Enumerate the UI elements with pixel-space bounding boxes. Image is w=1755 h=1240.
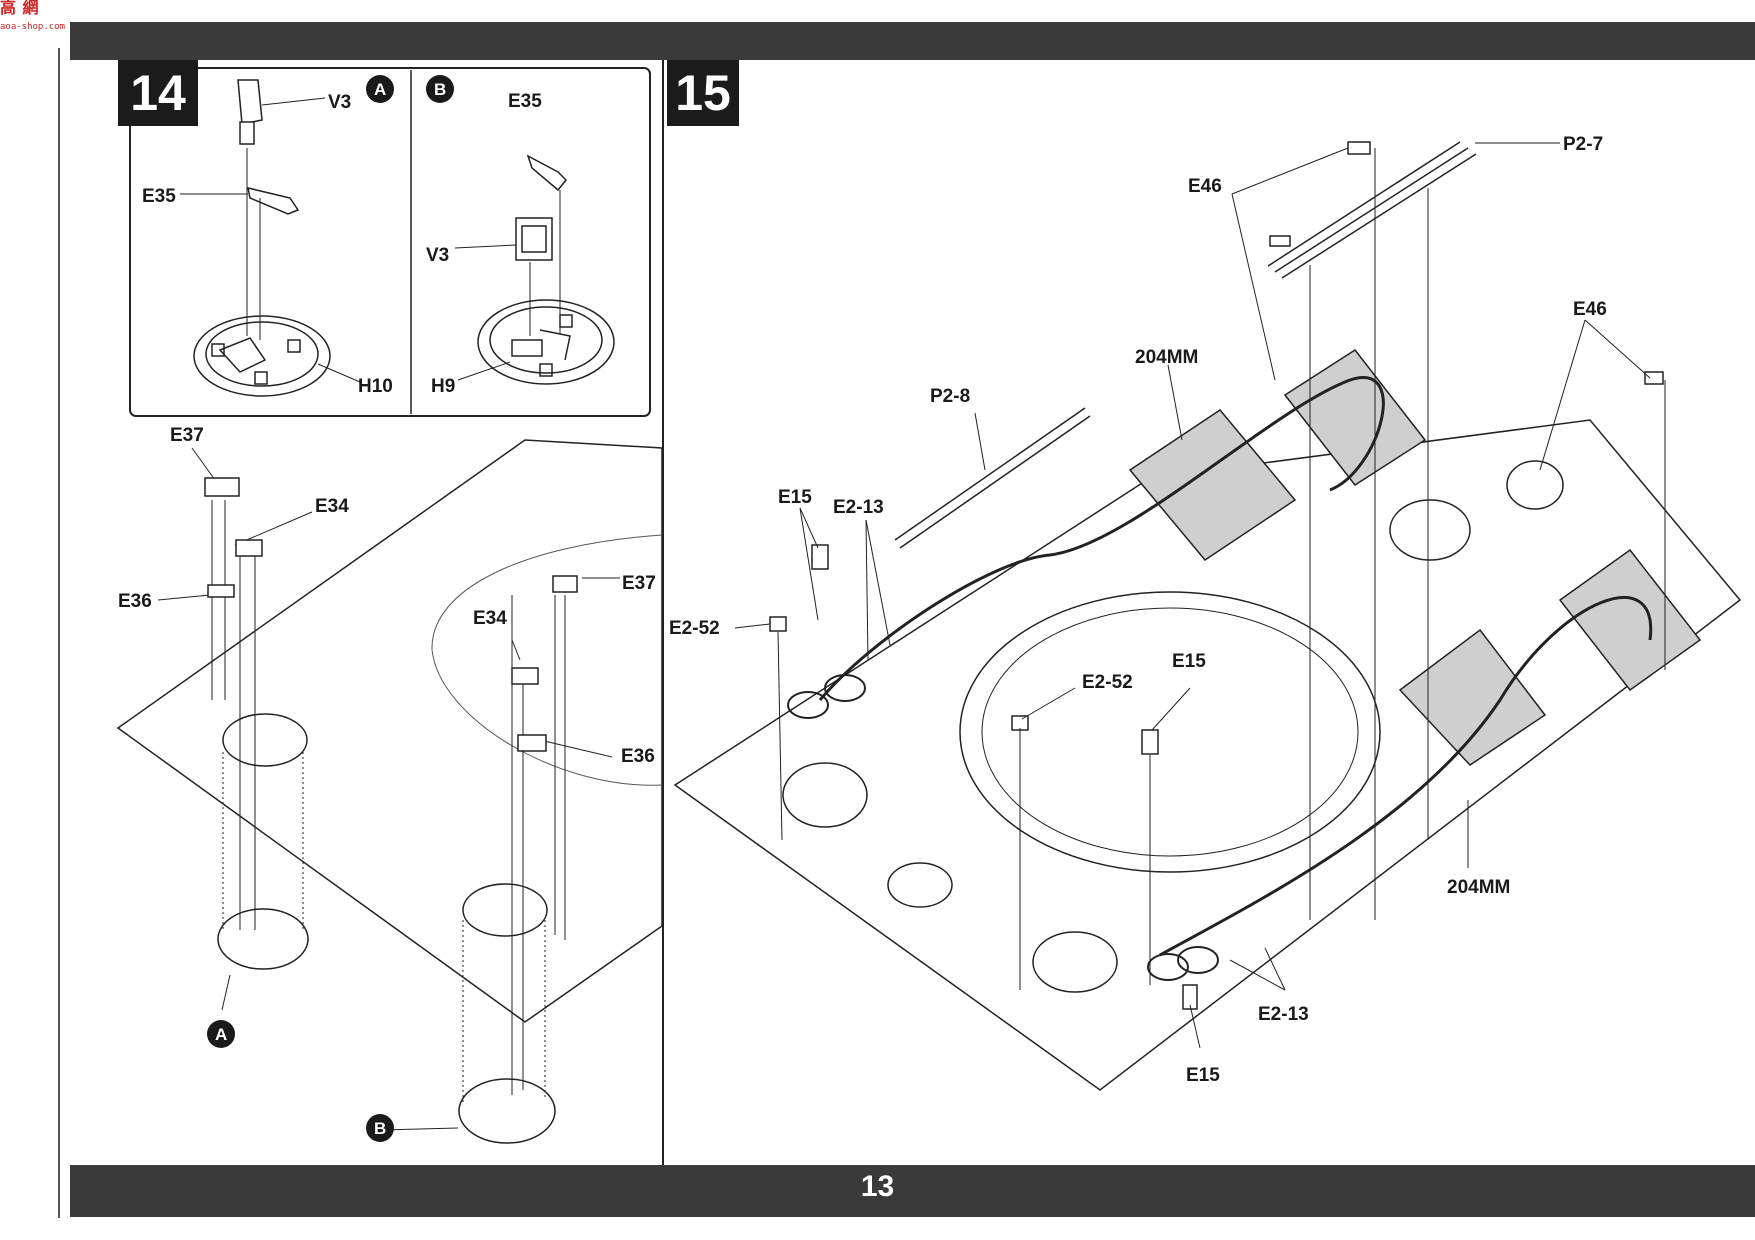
spare-rods-p2-7	[1267, 141, 1477, 279]
turret-ring-outline	[431, 534, 663, 651]
step14-small-parts	[204, 477, 578, 752]
label-e2-13-bottom: E2-13	[1258, 1004, 1309, 1025]
label-e15-bottom: E15	[1186, 1065, 1220, 1086]
inset-a-hatch	[193, 315, 331, 397]
step15-small-parts	[769, 141, 1664, 1010]
label-h10: H10	[358, 376, 393, 397]
marker-a-main-text: A	[215, 1025, 227, 1044]
label-e2-52-left: E2-52	[669, 618, 720, 639]
label-204mm-right: 204MM	[1447, 877, 1510, 898]
tow-cable-right	[1159, 596, 1653, 957]
label-204mm-top: 204MM	[1135, 347, 1198, 368]
watermark-text: 高 網	[0, 0, 40, 17]
marker-b-inset-text: B	[434, 80, 446, 99]
footer-bar	[70, 1165, 1755, 1217]
label-e2-52-mid: E2-52	[1082, 672, 1133, 693]
label-e37-left: E37	[170, 425, 204, 446]
label-v3-b: V3	[426, 245, 449, 266]
label-e35-b: E35	[508, 91, 542, 112]
label-e2-13-left: E2-13	[833, 497, 884, 518]
label-e37-right: E37	[622, 573, 656, 594]
label-v3-a: V3	[328, 92, 351, 113]
engine-deck-fan	[1389, 499, 1471, 561]
watermark-logo: 高 網 aoa-shop.com	[0, 0, 70, 48]
tow-cable-left	[818, 376, 1385, 701]
label-h9: H9	[431, 376, 455, 397]
inset-a-v3-part	[237, 79, 263, 145]
marker-a-inset	[366, 75, 394, 103]
marker-b-main-text: B	[374, 1119, 386, 1138]
periscope-mount	[887, 862, 953, 908]
label-e35-a: E35	[142, 186, 176, 207]
label-e15-left: E15	[778, 487, 812, 508]
page-number: 13	[860, 1170, 895, 1203]
marker-b-inset	[426, 75, 454, 103]
header-bar	[70, 22, 1755, 60]
step15-leader-lines	[734, 142, 1666, 1049]
radio-hatch	[1032, 931, 1118, 993]
fuel-cap	[1506, 460, 1564, 510]
inset-a-e35-part	[247, 186, 300, 215]
inset-b-hatch	[477, 299, 615, 385]
hatch-opening-a	[222, 713, 308, 767]
turret-ring-inner	[981, 607, 1359, 857]
driver-hatch	[782, 762, 868, 828]
turret-ring-outer	[959, 591, 1381, 873]
label-p2-7: P2-7	[1563, 134, 1603, 155]
step14-hull-plate	[116, 439, 663, 1023]
watermark-sub: aoa-shop.com	[0, 22, 66, 32]
marker-b-main	[366, 1114, 394, 1142]
marker-a-inset-text: A	[374, 80, 386, 99]
label-e34-left: E34	[315, 496, 349, 517]
cable-loops	[787, 674, 1219, 981]
step-15-badge: 15	[667, 60, 739, 126]
label-p2-8: P2-8	[930, 386, 970, 407]
inset-b-v3-part	[515, 217, 553, 261]
inset-b-e35-part	[526, 154, 568, 192]
label-e34-right: E34	[473, 608, 507, 629]
label-e15-mid: E15	[1172, 651, 1206, 672]
step14-inset-box	[129, 67, 651, 417]
page-binding-edge	[58, 48, 74, 1218]
hatch-b-assembly	[458, 1078, 556, 1144]
hatch-opening-b	[462, 883, 548, 937]
step-14-badge: 14	[118, 60, 198, 126]
label-e36-right: E36	[621, 746, 655, 767]
label-e36-left: E36	[118, 591, 152, 612]
marker-a-main	[207, 1020, 235, 1048]
spare-rods-p2-8	[894, 407, 1091, 549]
hatch-a-assembly	[217, 908, 309, 970]
label-e46-right: E46	[1573, 299, 1607, 320]
label-e46-top: E46	[1188, 176, 1222, 197]
